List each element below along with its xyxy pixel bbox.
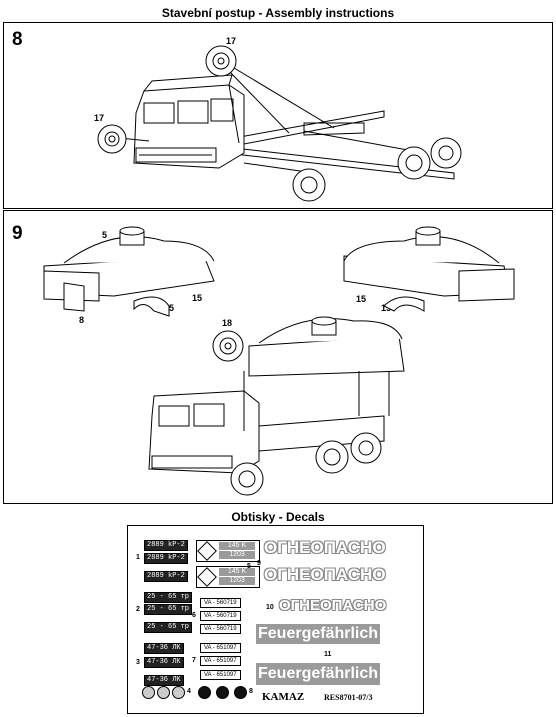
hazard-plate: 145 K 1203 bbox=[196, 540, 260, 562]
round-decal bbox=[216, 686, 229, 699]
brand-label: KAMAZ bbox=[262, 691, 305, 703]
round-decal bbox=[157, 686, 170, 699]
step-9-panel: 9 5 15 15 8 15 15 18 bbox=[3, 210, 553, 504]
wheel-17-left bbox=[97, 124, 127, 154]
plate-decal: 25 - 65 тр bbox=[144, 604, 193, 615]
va-decal: VA - 560719 bbox=[200, 598, 241, 608]
ogneopasno-decal: ОГНЕОПАСНО bbox=[264, 565, 386, 584]
plate-decal: 47-36 ЛК bbox=[144, 657, 184, 668]
decal-number: 1 bbox=[136, 554, 140, 561]
ogneopasno-decal: ОГНЕОПАСНО bbox=[264, 538, 386, 557]
va-decal: VA - 651097 bbox=[200, 670, 241, 680]
round-decal bbox=[198, 686, 211, 699]
decal-number: 3 bbox=[136, 659, 140, 666]
plate-decal: 2889 kP-2 bbox=[144, 571, 188, 582]
callout-label: 5 bbox=[102, 230, 108, 240]
decal-number: 7 bbox=[192, 657, 196, 664]
wheel bbox=[315, 440, 349, 474]
hazard-diamond-icon bbox=[197, 541, 217, 561]
plate-decal: 2889 kP-2 bbox=[144, 540, 188, 551]
wheel bbox=[397, 146, 431, 180]
round-decal bbox=[172, 686, 185, 699]
step-8-panel: 8 17 17 bbox=[3, 22, 553, 209]
plate-decal: 2889 kP-2 bbox=[144, 553, 188, 564]
va-decal: VA - 651097 bbox=[200, 643, 241, 653]
va-decal: VA - 560719 bbox=[200, 611, 241, 621]
step-number: 8 bbox=[12, 29, 23, 50]
wheel bbox=[292, 168, 326, 202]
ogneopasno-decal: ОГНЕОПАСНО bbox=[279, 597, 387, 614]
callout-label: 15 bbox=[381, 303, 392, 313]
step-number: 9 bbox=[12, 223, 23, 244]
decal-number: 10 bbox=[266, 604, 274, 611]
hazard-code: 145 K bbox=[219, 542, 255, 550]
un-number: 1203 bbox=[219, 577, 255, 585]
decal-sheet: 2889 kP-2 1 2889 kP-2 2889 kP-2 25 - 65 … bbox=[127, 525, 424, 714]
plate-decal: 47-36 ЛК bbox=[144, 675, 184, 686]
hazard-diamond-icon bbox=[197, 567, 217, 587]
wheel-17-top bbox=[205, 45, 237, 77]
callout-label: 17 bbox=[226, 36, 237, 46]
round-decal bbox=[142, 686, 155, 699]
va-decal: VA - 651097 bbox=[200, 656, 241, 666]
wheel-18 bbox=[212, 330, 244, 362]
decal-number: 5 bbox=[247, 563, 251, 570]
callout-label: 18 bbox=[222, 318, 233, 328]
hazard-plate: 145 K 1203 bbox=[196, 566, 260, 588]
plate-decal: 47-36 ЛК bbox=[144, 643, 184, 654]
decal-number: 6 bbox=[192, 612, 196, 619]
decal-number: 2 bbox=[136, 606, 140, 613]
tank-body-drawing bbox=[43, 226, 515, 496]
product-code: RES8701-07/3 bbox=[324, 693, 373, 702]
feuergefahrlich-decal: Feuergefährlich bbox=[256, 624, 381, 644]
un-number: 1203 bbox=[219, 551, 255, 559]
page-title: Stavební postup - Assembly instructions bbox=[161, 6, 395, 20]
decals-title: Obtisky - Decals bbox=[231, 510, 325, 524]
wheel bbox=[350, 432, 382, 464]
round-decal bbox=[234, 686, 247, 699]
decal-number: 9 bbox=[257, 560, 261, 567]
plate-decal: 25 - 65 тр bbox=[144, 592, 193, 603]
wheel bbox=[230, 462, 264, 496]
plate-decal: 25 - 65 тр bbox=[144, 622, 193, 633]
callout-label: 15 bbox=[356, 294, 367, 304]
callout-label: 8 bbox=[79, 315, 85, 325]
decal-number: 8 bbox=[249, 688, 253, 695]
hazard-code: 145 K bbox=[219, 568, 255, 576]
callout-label: 17 bbox=[94, 113, 105, 123]
va-decal: VA - 560719 bbox=[200, 624, 241, 634]
feuergefahrlich-decal: Feuergefährlich bbox=[256, 663, 381, 685]
wheel bbox=[430, 137, 462, 169]
callout-label: 15 bbox=[192, 293, 203, 303]
decal-number: 4 bbox=[187, 688, 191, 695]
truck-chassis-drawing bbox=[97, 45, 462, 202]
decal-number: 11 bbox=[324, 651, 332, 658]
